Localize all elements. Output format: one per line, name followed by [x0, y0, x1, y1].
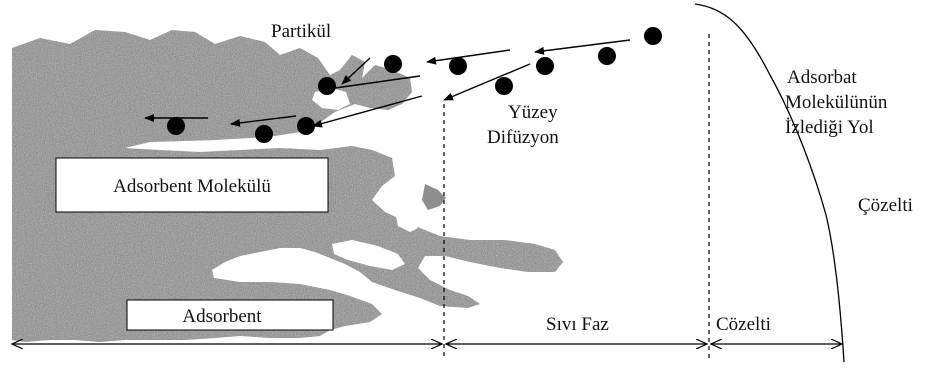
path-label-line1: Adsorbat: [787, 67, 857, 88]
surface-diffusion-label-line2: Difüzyon: [487, 127, 559, 148]
solution-right-label: Çözelti: [858, 195, 913, 216]
particle-dot: [536, 57, 554, 75]
path-label-line3: İzlediği Yol: [785, 117, 874, 138]
path-arrow: [535, 40, 630, 52]
particle-dot: [384, 55, 402, 73]
adsorbent-label: Adsorbent: [182, 306, 262, 327]
particle-dot: [644, 27, 662, 45]
solution-bottom-label: Cözelti: [716, 314, 771, 335]
path-arrow: [427, 50, 510, 62]
particle-dot: [297, 117, 315, 135]
particle-dot: [167, 117, 185, 135]
adsorbent-box: Adsorbent: [127, 300, 333, 330]
adsorbent-molecule-label: Adsorbent Molekülü: [113, 176, 271, 197]
path-label-line2: Molekülünün: [785, 92, 888, 113]
particle-dot: [598, 47, 616, 65]
solution-boundary-curve: [695, 4, 844, 362]
liquid-phase-label: Sıvı Faz: [546, 314, 609, 335]
particle-dot: [255, 125, 273, 143]
adsorbent-molecule-box: Adsorbent Molekülü: [56, 158, 328, 212]
particle-dot: [449, 57, 467, 75]
particle-dot: [495, 77, 513, 95]
surface-diffusion-label-line1: Yüzey: [508, 102, 558, 123]
particle-label: Partikül: [271, 21, 331, 42]
particle-dot: [318, 77, 336, 95]
